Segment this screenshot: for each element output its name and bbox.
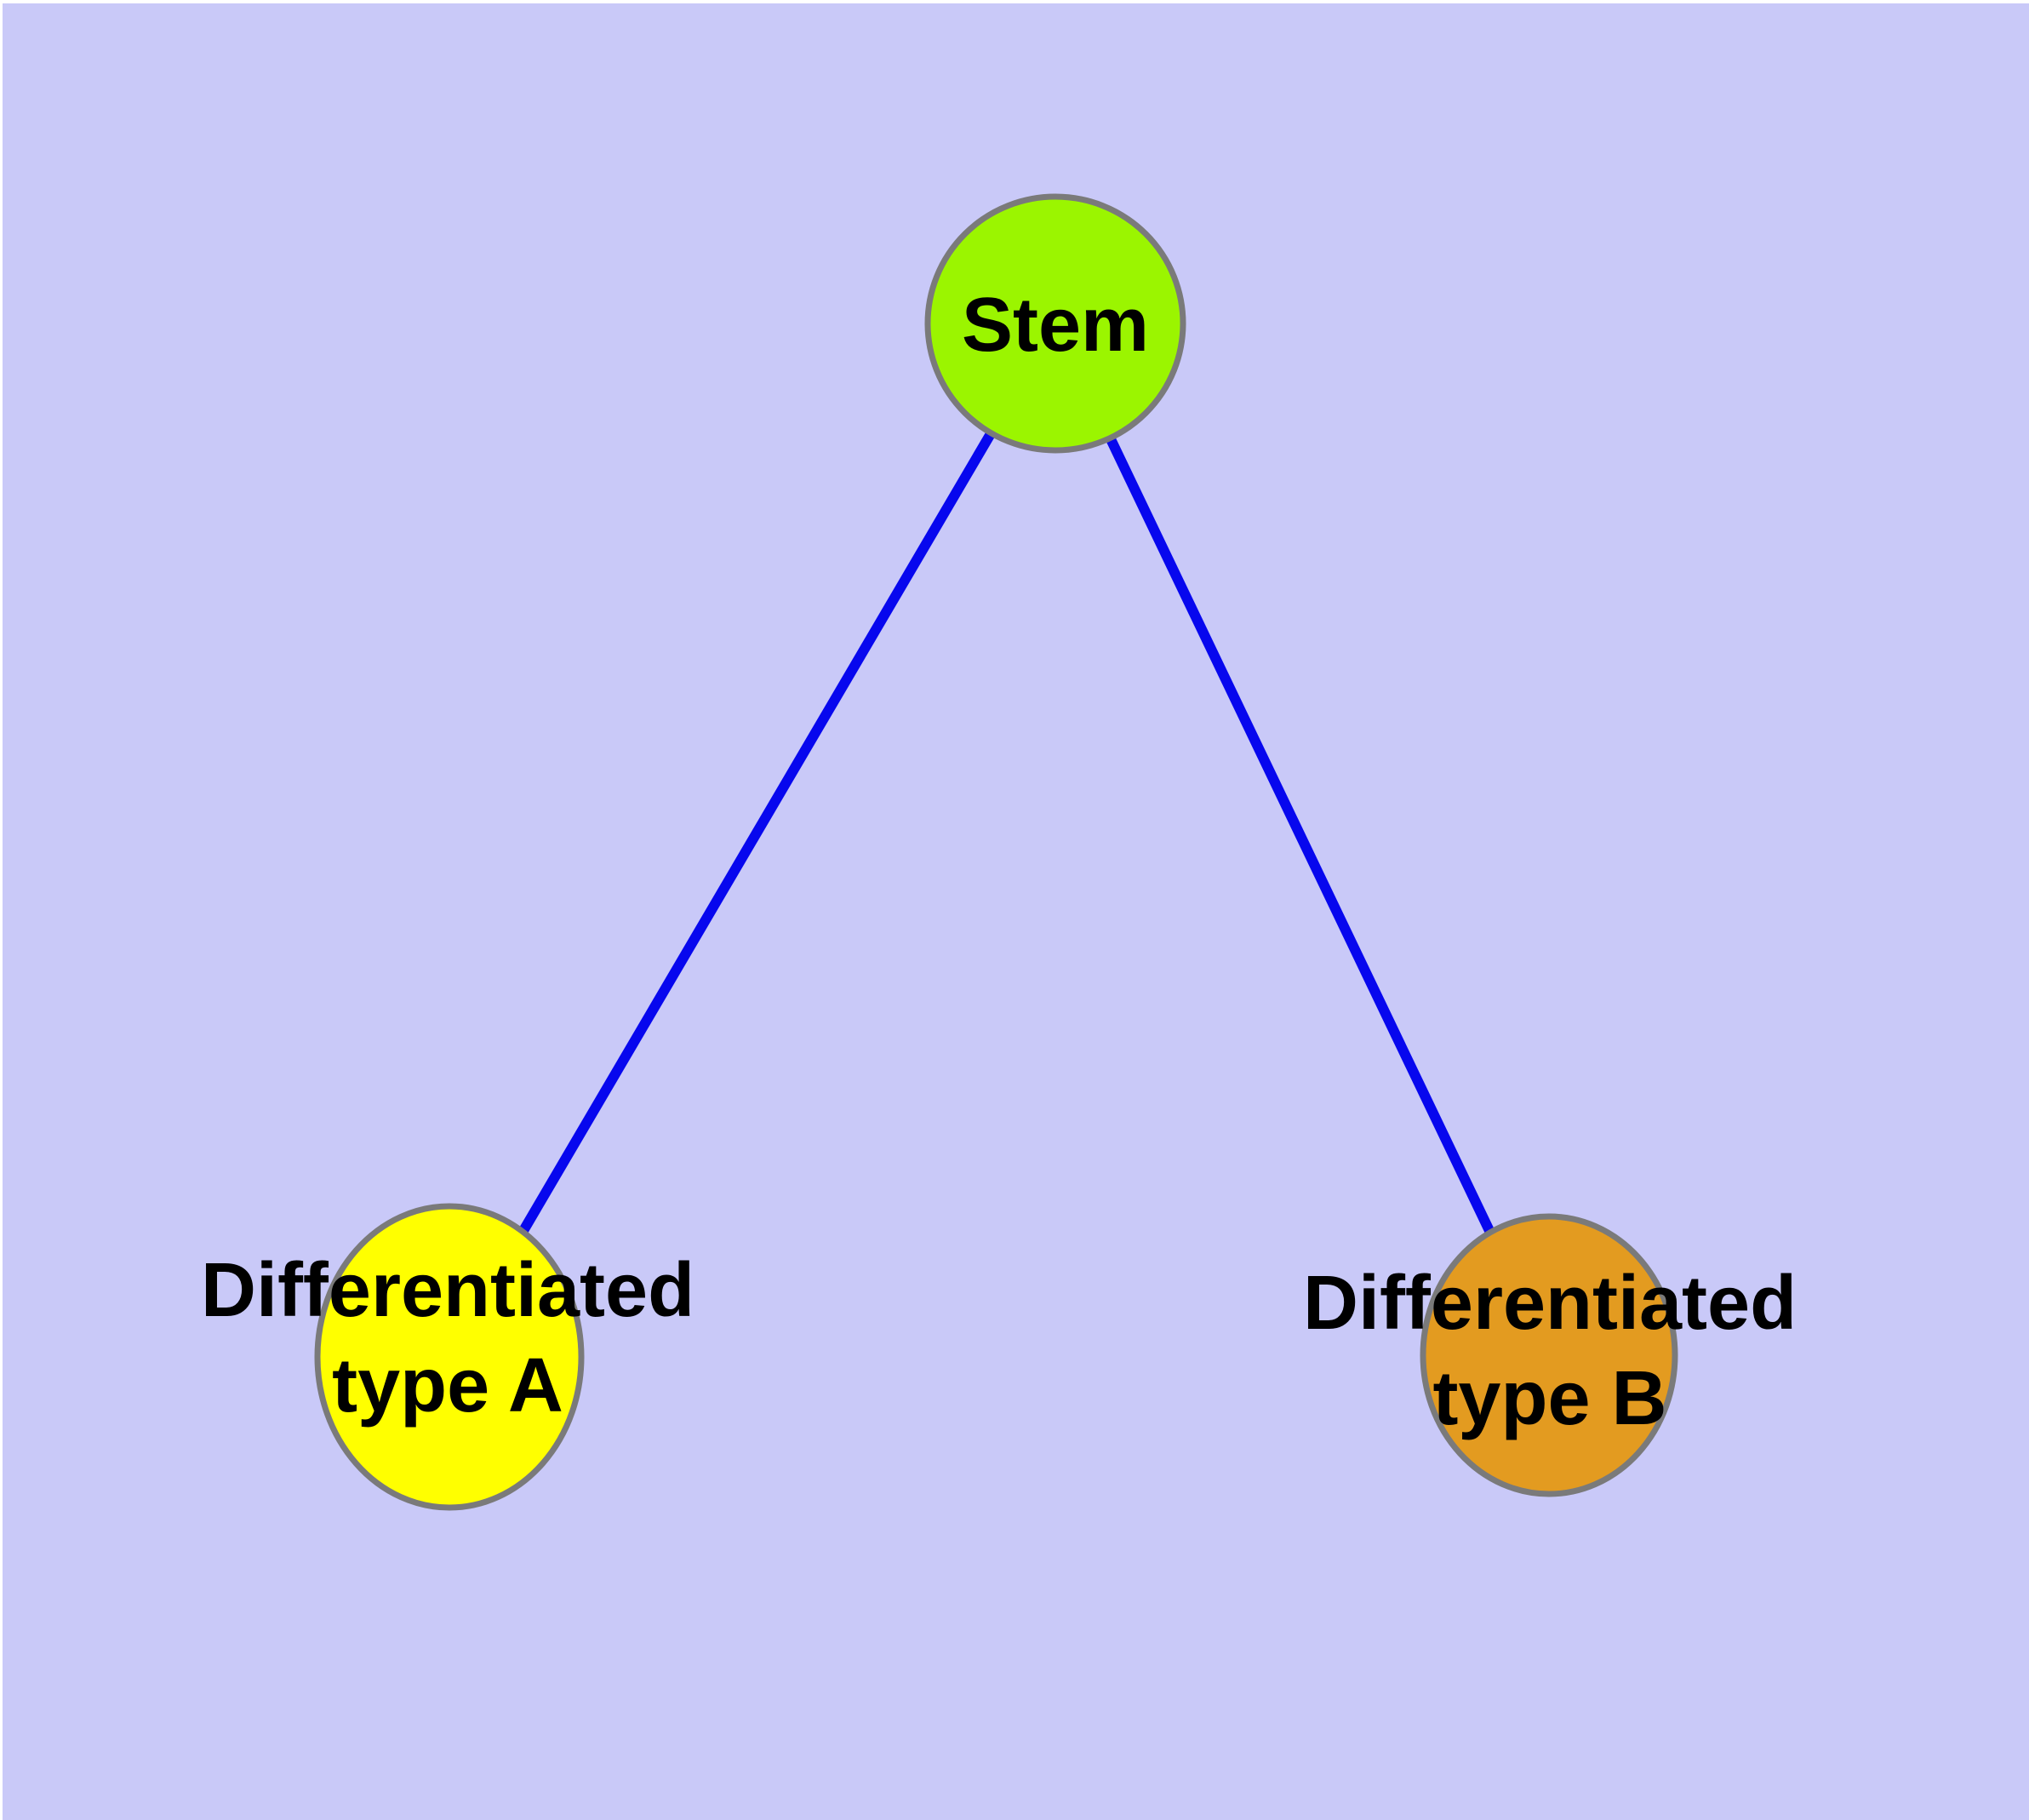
- diagram-canvas: Stem Differentiated type A Differentiate…: [3, 3, 2029, 1820]
- edge-stem-to-type-b: [1050, 321, 1554, 1358]
- node-label-line: type A: [332, 1343, 563, 1428]
- node-label-differentiated-type-b: Differentiated type B: [1303, 1256, 1797, 1446]
- node-stem: [924, 193, 1186, 454]
- node-label-line: Stem: [961, 283, 1150, 368]
- node-differentiated-type-b: [1420, 1213, 1678, 1497]
- node-differentiated-type-a: [314, 1203, 585, 1511]
- node-label-line: type B: [1432, 1356, 1667, 1441]
- node-label-stem: Stem: [962, 278, 1149, 373]
- node-label-line: Differentiated: [200, 1248, 695, 1333]
- graph-svg: [314, 193, 1678, 1511]
- edge-stem-to-type-a: [444, 320, 1060, 1360]
- node-label-differentiated-type-a: Differentiated type A: [201, 1243, 694, 1434]
- node-label-line: Differentiated: [1302, 1261, 1798, 1346]
